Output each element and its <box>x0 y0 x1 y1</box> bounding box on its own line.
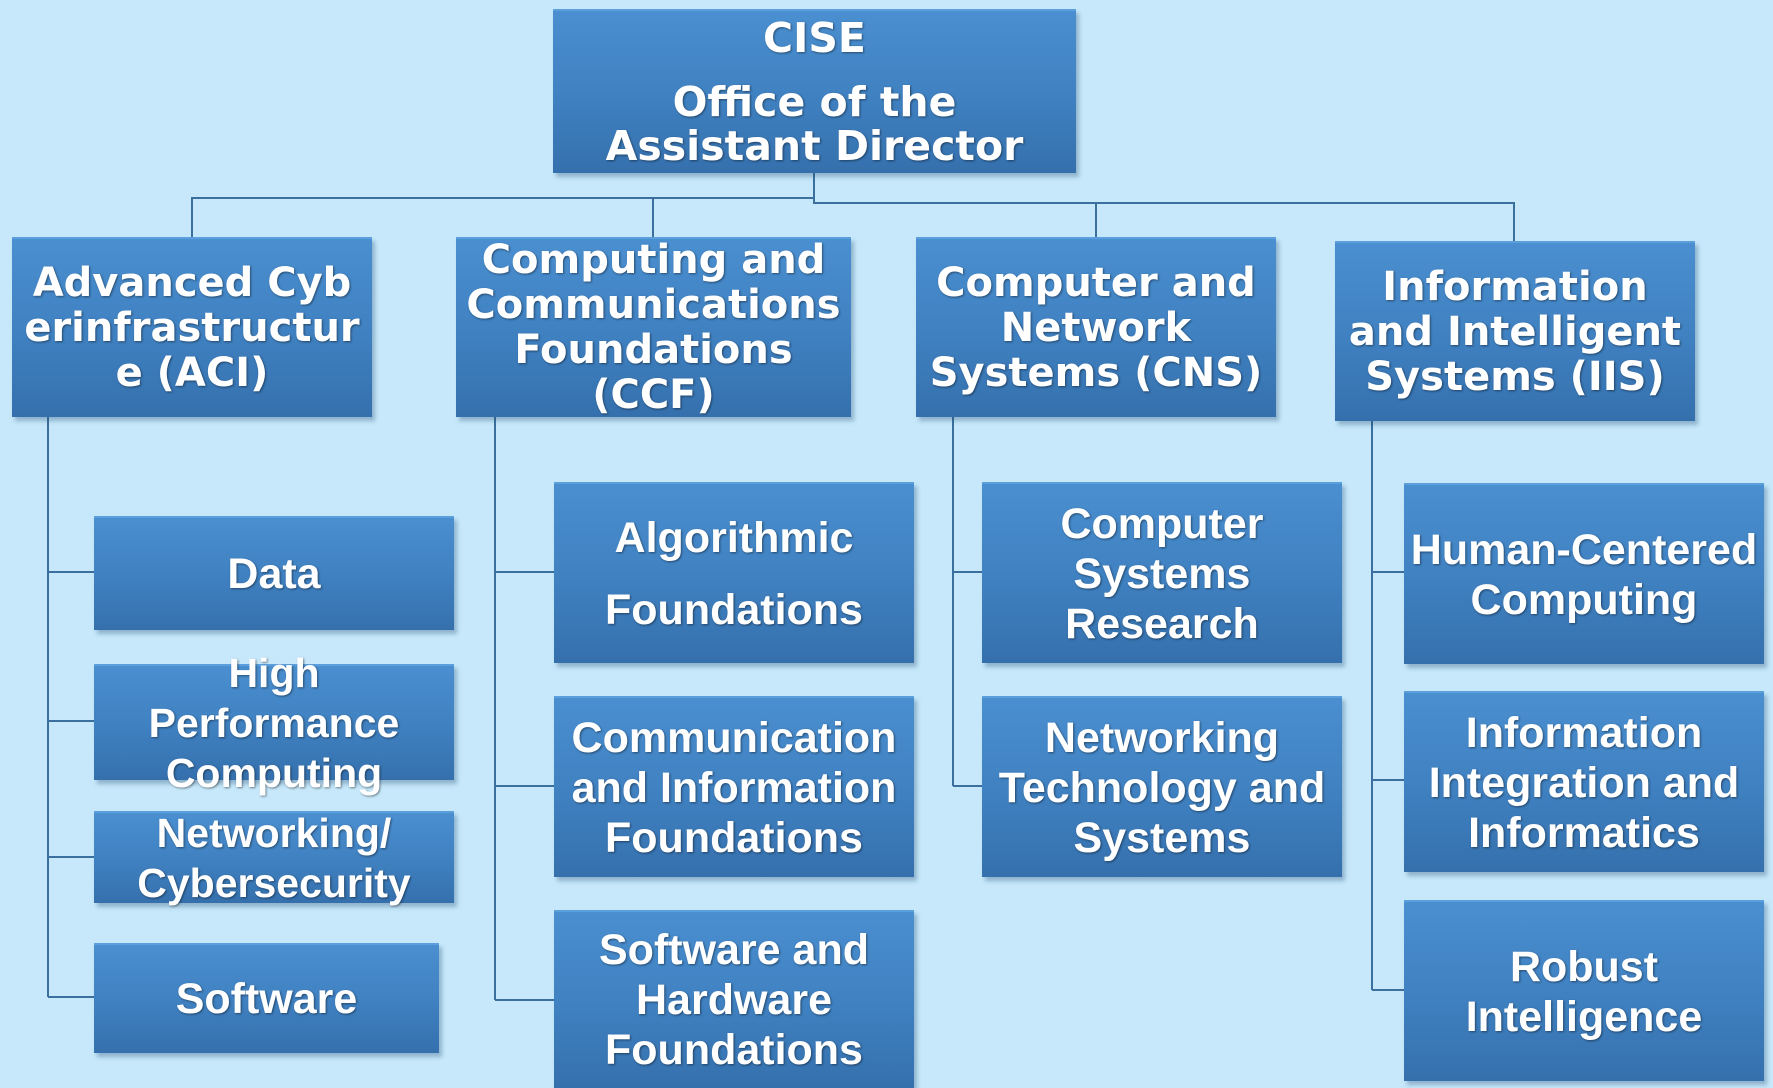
program-high-performance-computing: High Performance Computing <box>94 650 454 796</box>
program-data: Data <box>94 516 454 630</box>
program-communication-information-foundations: Communication and Information Foundation… <box>554 696 914 877</box>
program-robust-intelligence: Robust Intelligence <box>1404 900 1764 1081</box>
division-cns: Computer and Network Systems (CNS) <box>916 237 1276 417</box>
program-communication-label: Communication and Information Foundation… <box>571 713 897 862</box>
division-aci-label: Advanced Cyberinfrastructure (ACI) <box>24 259 360 396</box>
program-human-centered-computing: Human-Centered Computing <box>1404 483 1764 664</box>
division-ccf: Computing and Communications Foundations… <box>456 237 851 418</box>
division-ccf-label: Computing and Communications Foundations… <box>466 237 841 418</box>
program-computer-systems-research: Computer Systems Research <box>982 482 1342 663</box>
program-algorithmic-label: Algorithmic Foundations <box>605 513 863 634</box>
program-swhw-label: Software and Hardware Foundations <box>599 926 869 1074</box>
program-hpc-label: High Performance Computing <box>148 650 400 796</box>
program-csr-label: Computer Systems Research <box>1060 499 1264 648</box>
program-ri-label: Robust Intelligence <box>1465 942 1703 1041</box>
root-subtitle: Office of the Assistant Director <box>605 78 1024 170</box>
program-nts-label: Networking Technology and Systems <box>998 713 1326 862</box>
program-hcc-label: Human-Centered Computing <box>1410 525 1758 624</box>
connector-root-iis <box>814 202 1515 241</box>
division-cns-label: Computer and Network Systems (CNS) <box>929 259 1263 396</box>
program-networking-label: Networking/ Cybersecurity <box>137 810 411 906</box>
division-aci: Advanced Cyberinfrastructure (ACI) <box>12 237 372 417</box>
root-box: CISE Office of the Assistant Director <box>553 9 1076 173</box>
program-networking-cybersecurity: Networking/ Cybersecurity <box>94 810 454 906</box>
program-iii-label: Information Integration and Informatics <box>1428 708 1740 857</box>
connector-root-aci <box>191 172 815 237</box>
division-iis: Information and Intelligent Systems (IIS… <box>1335 241 1695 421</box>
program-software: Software <box>94 943 439 1053</box>
program-data-label: Data <box>227 550 321 598</box>
program-software-label: Software <box>175 975 358 1023</box>
program-networking-technology-systems: Networking Technology and Systems <box>982 696 1342 877</box>
root-title: CISE <box>763 14 866 62</box>
program-software-hardware-foundations: Software and Hardware Foundations <box>554 910 914 1088</box>
program-algorithmic-foundations: Algorithmic Foundations <box>554 482 914 663</box>
program-information-integration-informatics: Information Integration and Informatics <box>1404 691 1764 872</box>
division-iis-label: Information and Intelligent Systems (IIS… <box>1348 263 1682 400</box>
